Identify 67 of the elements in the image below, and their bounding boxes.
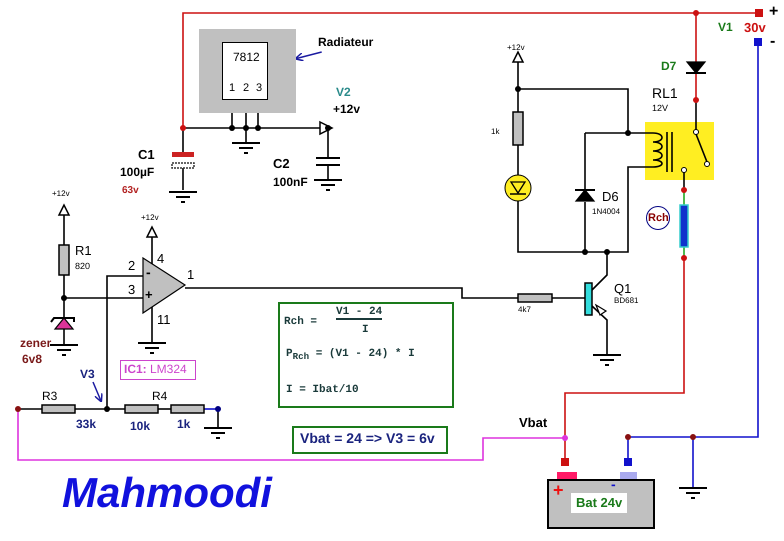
battery-label: Bat 24v — [571, 493, 628, 514]
leader-arrow — [92, 382, 103, 403]
value-label: 4k7 — [518, 306, 531, 315]
component-label: V1 — [718, 21, 733, 34]
value-label: 1k — [177, 418, 190, 432]
formula-text: V1 - 24 — [336, 306, 382, 320]
pin-number: 3 — [256, 82, 262, 94]
component-label: R4 — [152, 390, 168, 404]
pin-number: 2 — [128, 259, 136, 274]
component-label: Rch — [648, 212, 669, 224]
pin-number: 1 — [229, 82, 236, 94]
pin-number: 4 — [157, 252, 164, 266]
value-label: 820 — [75, 262, 90, 272]
value-label: 10k — [130, 420, 150, 434]
component-label: C2 — [273, 157, 290, 172]
component-label: zener — [20, 337, 52, 350]
component-label: D7 — [661, 60, 676, 74]
note-box — [292, 426, 448, 454]
value-label: 63v — [122, 185, 139, 196]
voltage-label: +12v — [333, 103, 360, 116]
heatsink-block — [199, 29, 296, 113]
part-number: 7812 — [233, 51, 260, 64]
regulator-box — [222, 42, 268, 100]
value-label: 1k — [491, 128, 500, 137]
leader-arrow — [294, 51, 322, 62]
formula-text: I = Ibat/10 — [286, 384, 359, 396]
formula-box — [278, 302, 454, 408]
pin-number: 3 — [128, 283, 136, 298]
minus-sign: - — [611, 477, 616, 492]
component-label: RL1 — [652, 86, 678, 102]
minus-sign: - — [770, 33, 776, 51]
voltage-label: +12v — [507, 44, 525, 53]
note-text: Vbat = 24 => V3 = 6v — [300, 431, 435, 446]
voltage-label: +12v — [52, 190, 70, 199]
chip-label-box — [120, 360, 196, 380]
value-label: 6v8 — [22, 353, 42, 366]
component-label: D6 — [602, 190, 619, 204]
chip-label: IC1: LM324 — [124, 363, 187, 376]
formula-text: Rch = — [284, 316, 318, 328]
voltage-label: V2 — [336, 86, 351, 100]
component-tag — [646, 206, 670, 230]
part-number: BD681 — [614, 297, 638, 306]
voltage-label: +12v — [141, 214, 159, 223]
plus-sign: + — [769, 3, 778, 21]
component-label: C1 — [138, 148, 155, 162]
callout-label: Radiateur — [318, 36, 374, 50]
value-label: 12V — [652, 104, 668, 114]
pin-number: 1 — [187, 268, 194, 282]
value-label: 33k — [76, 418, 96, 432]
plus-sign: + — [553, 481, 564, 501]
battery-box — [547, 479, 655, 529]
pin-number: 11 — [157, 313, 170, 328]
plus-sign: + — [145, 288, 153, 302]
formula-text: P$_{Rch}$ = (V1 - 24) * I — [286, 348, 415, 362]
voltage-label: V3 — [80, 368, 95, 382]
minus-sign: - — [146, 265, 151, 280]
voltage-label: Vbat — [519, 416, 548, 430]
formula-text: I — [362, 324, 369, 336]
value-label: 100µF — [120, 166, 154, 180]
author-name: Mahmoodi — [62, 470, 272, 516]
voltage-label: 30v — [744, 21, 766, 36]
part-number: 1N4004 — [592, 208, 620, 217]
value-label: 100nF — [273, 176, 308, 190]
component-label: R3 — [42, 390, 58, 404]
component-label: R1 — [75, 244, 92, 258]
component-label: Q1 — [614, 282, 632, 296]
pin-number: 2 — [243, 82, 250, 94]
